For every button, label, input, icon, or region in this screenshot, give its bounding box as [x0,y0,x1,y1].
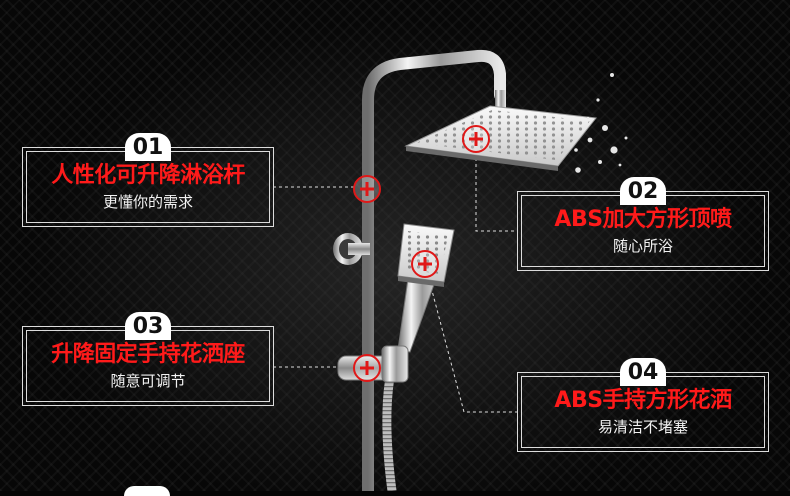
feature-title: ABS加大方形顶喷 [554,207,732,232]
feature-callout-04: 04 ABS手持方形花洒 易清洁不堵塞 [517,358,769,452]
feature-number: 01 [125,133,171,161]
feature-subtitle: 易清洁不堵塞 [597,418,688,436]
feature-subtitle: 随意可调节 [110,372,186,390]
feature-subtitle: 随心所浴 [612,237,673,255]
feature-title: 人性化可升降淋浴杆 [51,163,245,188]
feature-subtitle: 更懂你的需求 [102,193,193,211]
plus-marker [411,250,439,278]
plus-marker [353,175,381,203]
shower-rail [362,49,506,491]
feature-title: ABS手持方形花洒 [554,388,732,413]
feature-number: 04 [620,358,666,386]
feature-number: 03 [125,312,171,340]
plus-markers [353,125,490,382]
feature-number: 02 [620,177,666,205]
feature-title: 升降固定手持花洒座 [51,342,245,367]
feature-callout-03: 03 升降固定手持花洒座 随意可调节 [22,312,274,406]
plus-marker [353,354,381,382]
water-droplets [568,73,628,173]
feature-callout-02: 02 ABS加大方形顶喷 随心所浴 [517,177,769,271]
plus-marker [462,125,490,153]
hand-shower [397,223,455,353]
wall-bracket [333,233,370,265]
overhead-shower-head [404,105,597,171]
feature-callout-01: 01 人性化可升降淋浴杆 更懂你的需求 [22,133,274,227]
next-feature-badge [124,486,170,496]
